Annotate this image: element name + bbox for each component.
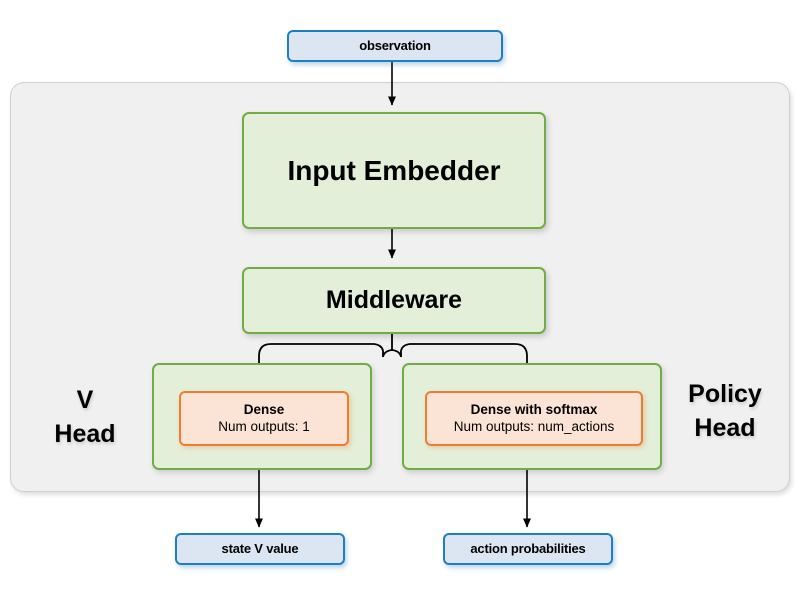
node-state-v-value-label: state V value bbox=[221, 541, 299, 557]
node-observation-label: observation bbox=[359, 38, 431, 54]
node-v-head-dense-title: Dense bbox=[243, 402, 285, 418]
node-middleware-label: Middleware bbox=[325, 285, 463, 314]
node-policy-head-dense-title: Dense with softmax bbox=[470, 402, 598, 418]
node-middleware[interactable]: Middleware bbox=[242, 267, 546, 334]
node-input-embedder-label: Input Embedder bbox=[287, 154, 501, 186]
caption-policy-head: Policy Head bbox=[665, 378, 785, 446]
node-v-head-dense-subtitle: Num outputs: 1 bbox=[218, 419, 310, 434]
node-v-head-dense[interactable]: Dense Num outputs: 1 bbox=[179, 391, 349, 446]
node-state-v-value[interactable]: state V value bbox=[175, 533, 345, 565]
node-policy-head-dense[interactable]: Dense with softmax Num outputs: num_acti… bbox=[425, 391, 643, 446]
caption-policy-head-line1: Policy bbox=[688, 380, 762, 408]
caption-v-head-line1: V bbox=[76, 386, 94, 414]
caption-v-head-line2: Head bbox=[54, 419, 116, 448]
group-v-head: Dense Num outputs: 1 bbox=[152, 363, 372, 470]
group-policy-head: Dense with softmax Num outputs: num_acti… bbox=[402, 363, 662, 470]
node-input-embedder[interactable]: Input Embedder bbox=[242, 112, 546, 229]
node-action-probabilities[interactable]: action probabilities bbox=[443, 533, 613, 565]
caption-policy-head-line2: Head bbox=[694, 413, 756, 442]
node-policy-head-dense-subtitle: Num outputs: num_actions bbox=[453, 419, 615, 434]
node-observation[interactable]: observation bbox=[287, 30, 503, 62]
node-action-probabilities-label: action probabilities bbox=[470, 541, 586, 557]
caption-v-head: V Head bbox=[30, 384, 140, 452]
